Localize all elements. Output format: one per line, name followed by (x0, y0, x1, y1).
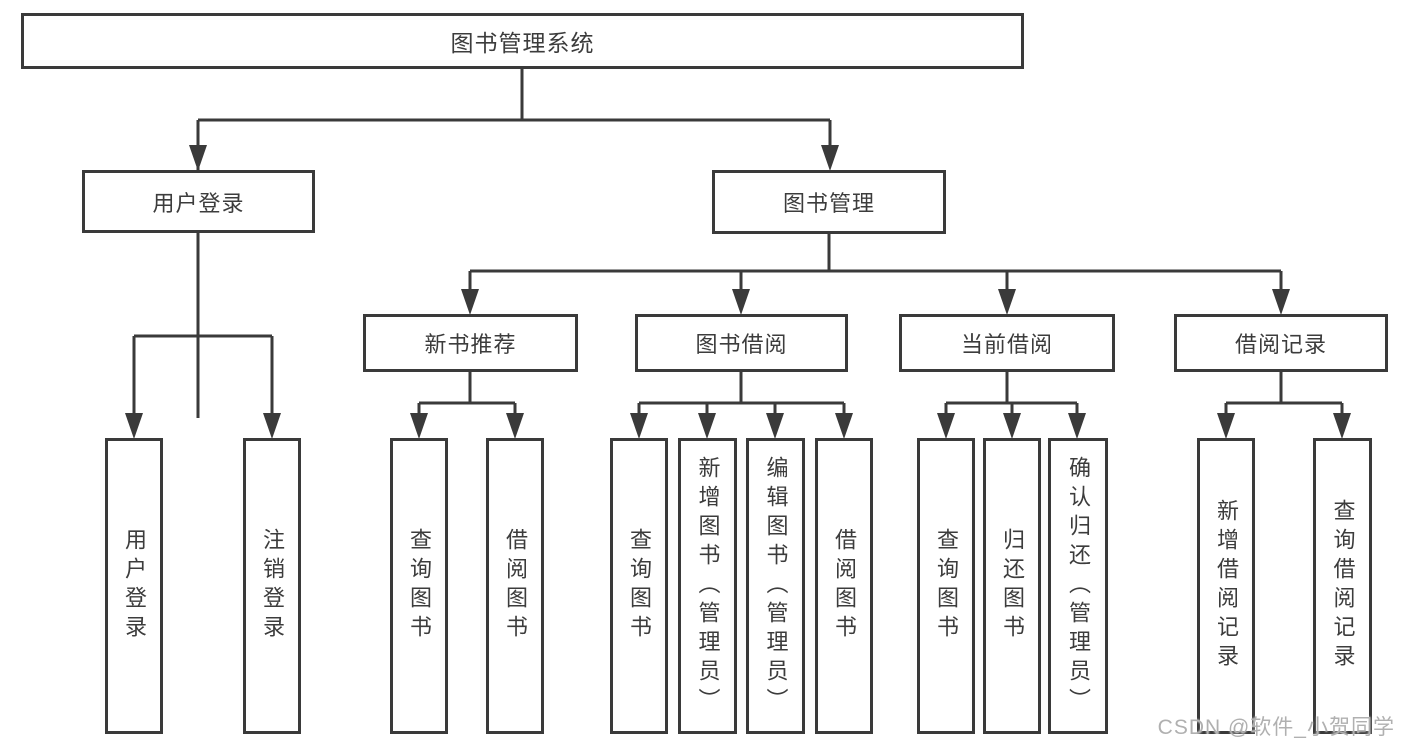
leaf-return-books-label: 归还图书 (1000, 528, 1025, 644)
leaf-confirm-return-admin: 确认归还（管理员） (1048, 438, 1108, 734)
node-book-management: 图书管理 (712, 170, 946, 234)
node-current-borrow: 当前借阅 (899, 314, 1115, 372)
node-book-borrow-label: 图书借阅 (695, 332, 788, 357)
connector-book-management-children (461, 234, 1290, 315)
node-borrow-records-label: 借阅记录 (1234, 332, 1327, 357)
node-new-book-recommend-label: 新书推荐 (424, 332, 517, 357)
connector-book-borrow-children (630, 372, 853, 439)
leaf-query-borrow-record-label: 查询借阅记录 (1330, 499, 1356, 673)
leaf-return-books: 归还图书 (983, 438, 1041, 734)
leaf-borrow-books-1: 借阅图书 (486, 438, 544, 734)
leaf-edit-book-admin-label: 编辑图书（管理员） (763, 455, 789, 717)
connector-borrow-records-children (1217, 372, 1351, 439)
csdn-watermark: CSDN @软件_小贺同学 (1157, 716, 1395, 739)
leaf-add-book-admin: 新增图书（管理员） (678, 438, 737, 734)
leaf-add-borrow-record: 新增借阅记录 (1197, 438, 1255, 734)
leaf-confirm-return-admin-label: 确认归还（管理员） (1066, 455, 1091, 717)
leaf-borrow-books-2-label: 借阅图书 (832, 528, 857, 644)
leaf-user-login: 用户登录 (105, 438, 163, 734)
leaf-add-borrow-record-label: 新增借阅记录 (1214, 499, 1239, 673)
leaf-query-books-2-label: 查询图书 (627, 528, 652, 644)
leaf-edit-book-admin: 编辑图书（管理员） (746, 438, 805, 734)
node-book-management-label: 图书管理 (782, 191, 875, 216)
leaf-query-books-2: 查询图书 (610, 438, 668, 734)
connector-current-borrow-children (937, 372, 1086, 439)
leaf-query-books-1: 查询图书 (390, 438, 448, 734)
leaf-borrow-books-1-label: 借阅图书 (503, 528, 528, 644)
node-user-login-label: 用户登录 (152, 190, 245, 216)
leaf-query-books-1-label: 查询图书 (407, 528, 432, 644)
connector-user-login-children (125, 233, 281, 439)
node-root: 图书管理系统 (21, 13, 1024, 69)
connector-new-book-children (410, 372, 524, 439)
node-borrow-records: 借阅记录 (1174, 314, 1388, 372)
leaf-borrow-books-2: 借阅图书 (815, 438, 873, 734)
leaf-query-books-3-label: 查询图书 (934, 528, 959, 644)
node-new-book-recommend: 新书推荐 (363, 314, 578, 372)
node-root-label: 图书管理系统 (450, 30, 595, 56)
leaf-query-books-3: 查询图书 (917, 438, 975, 734)
leaf-logout-login-label: 注销登录 (260, 528, 285, 644)
leaf-user-login-label: 用户登录 (122, 528, 147, 644)
node-current-borrow-label: 当前借阅 (960, 332, 1053, 357)
leaf-query-borrow-record: 查询借阅记录 (1313, 438, 1372, 734)
leaf-logout-login: 注销登录 (243, 438, 301, 734)
node-user-login: 用户登录 (82, 170, 315, 233)
connector-root-to-level2 (189, 68, 839, 171)
leaf-add-book-admin-label: 新增图书（管理员） (695, 455, 721, 717)
node-book-borrow: 图书借阅 (635, 314, 848, 372)
